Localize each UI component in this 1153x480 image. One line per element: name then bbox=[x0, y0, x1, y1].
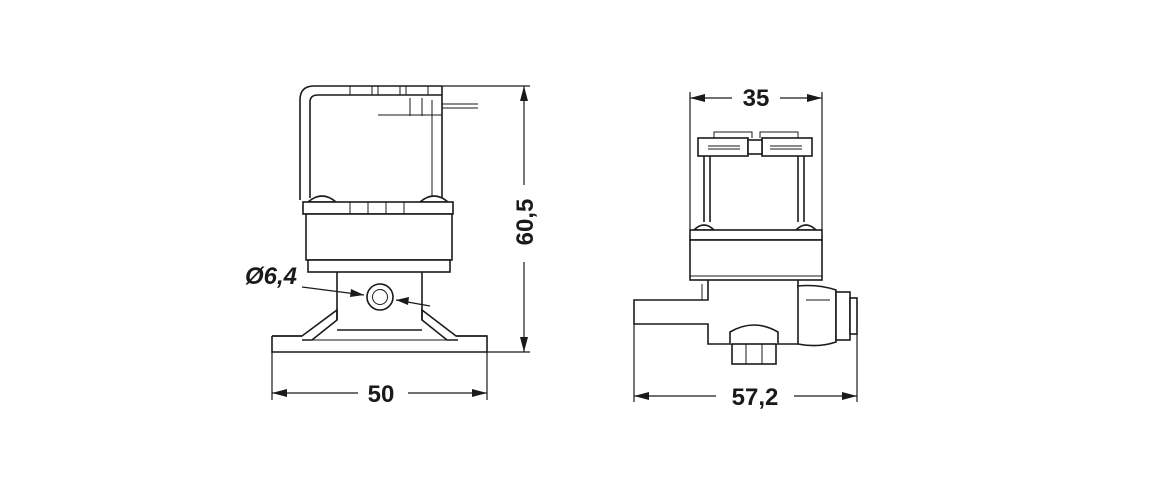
front-coil-bracket bbox=[299, 85, 478, 200]
side-clip-band bbox=[689, 224, 823, 241]
front-mounting-base bbox=[271, 308, 488, 353]
hole-diameter-leader bbox=[301, 286, 431, 307]
side-length-dimension bbox=[633, 324, 858, 402]
side-width-dimension bbox=[689, 92, 823, 230]
front-width-dimension bbox=[271, 352, 488, 400]
side-length-label: 57,2 bbox=[732, 384, 779, 411]
front-clip-band bbox=[302, 195, 454, 215]
side-valve-body bbox=[633, 280, 858, 365]
side-view bbox=[633, 131, 858, 365]
side-connector bbox=[697, 131, 813, 157]
side-coil-body bbox=[689, 239, 823, 281]
hole-diameter-label: Ø6,4 bbox=[245, 263, 297, 290]
front-view bbox=[271, 85, 488, 353]
height-dimension bbox=[442, 85, 530, 353]
side-bracket bbox=[703, 156, 805, 222]
height-label: 60,5 bbox=[512, 199, 539, 246]
side-width-label: 35 bbox=[743, 85, 770, 112]
front-coil-body bbox=[305, 213, 453, 273]
front-width-label: 50 bbox=[368, 381, 395, 408]
front-outlet-hole bbox=[366, 283, 394, 311]
front-valve-body bbox=[336, 272, 423, 331]
